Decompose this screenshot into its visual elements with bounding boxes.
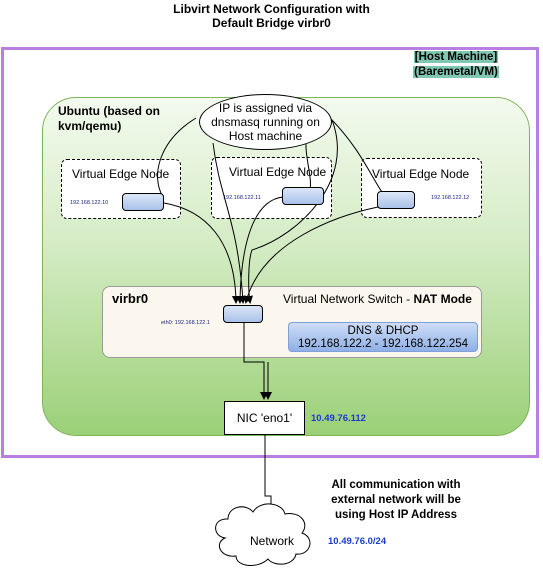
ubuntu-label-line-1: Ubuntu (based on	[58, 104, 160, 118]
switch-mode-label: Virtual Network Switch - NAT Mode	[283, 292, 472, 306]
network-subnet-label: 10.49.76.0/24	[328, 536, 387, 547]
host-machine-boundary	[1, 47, 539, 458]
network-label: Network	[250, 534, 295, 548]
edge-node-2-port	[282, 187, 324, 205]
title-line-1: Libvirt Network Configuration with	[173, 2, 370, 16]
virbr0-title: virbr0	[112, 291, 149, 306]
ubuntu-label-line-2: kvm/qemu)	[58, 119, 122, 133]
virbr0-eth-ip: eth0: 192.168.122.1	[161, 320, 210, 326]
edge-node-3-label: Virtual Edge Node	[372, 167, 470, 181]
edge-node-2-label: Virtual Edge Node	[229, 165, 327, 179]
host-label-line-1: [Host Machine]	[413, 51, 499, 63]
note-line-1: All communication with	[331, 479, 461, 491]
callout-line-1: IP is assigned via	[218, 101, 313, 115]
external-communication-note: All communication with external network …	[323, 478, 469, 523]
ubuntu-hypervisor-container	[42, 97, 530, 436]
edge-node-1-label: Virtual Edge Node	[72, 167, 170, 181]
virbr0-to-nic-line	[243, 321, 268, 400]
bubble-to-virbr0-line	[245, 119, 338, 304]
ip-assignment-callout: IP is assigned via dnsmasq running on Ho…	[199, 94, 332, 150]
note-line-3: using Host IP Address	[334, 509, 458, 521]
dns-range: 192.168.122.2 - 192.168.122.254	[297, 338, 469, 350]
node1-to-virbr0-line	[163, 202, 240, 304]
host-label-line-2: (Baremetal/VM)	[413, 66, 499, 78]
edge-node-1-port	[122, 193, 164, 211]
dns-title: DNS & DHCP	[347, 325, 419, 337]
diagram-title: Libvirt Network Configuration with Defau…	[0, 2, 543, 30]
ubuntu-label: Ubuntu (based on kvm/qemu)	[58, 104, 160, 134]
bubble-to-node3-line	[329, 117, 386, 197]
bubble-to-node1-line	[157, 117, 197, 198]
switch-label-prefix: Virtual Network Switch -	[283, 292, 414, 306]
nic-eno1-box: NIC 'eno1'	[224, 401, 305, 435]
network-cloud-shape	[215, 503, 311, 566]
edge-node-2-ip: 192.168.122.11	[223, 195, 261, 201]
title-line-2: Default Bridge virbr0	[212, 16, 331, 30]
dns-dhcp-box: DNS & DHCP 192.168.122.2 - 192.168.122.2…	[288, 322, 478, 352]
edge-node-3-port	[377, 191, 415, 209]
host-machine-label: [Host Machine] (Baremetal/VM)	[412, 50, 500, 80]
node2-to-virbr0-line	[236, 196, 284, 304]
nic-ip-label: 10.49.76.112	[311, 413, 366, 424]
virbr0-port	[223, 305, 263, 323]
callout-line-2: dnsmasq running on	[211, 115, 320, 129]
callout-line-3: Host machine	[228, 129, 303, 143]
edge-node-3-ip: 192.168.122.12	[431, 195, 470, 201]
bubble-to-virbr0-line-2	[212, 142, 247, 304]
switch-label-mode: NAT Mode	[413, 292, 472, 306]
edge-node-1-ip: 192.168.122.10	[70, 200, 109, 206]
note-line-2: external network will be	[331, 494, 461, 506]
node3-to-virbr0-line	[243, 206, 379, 304]
